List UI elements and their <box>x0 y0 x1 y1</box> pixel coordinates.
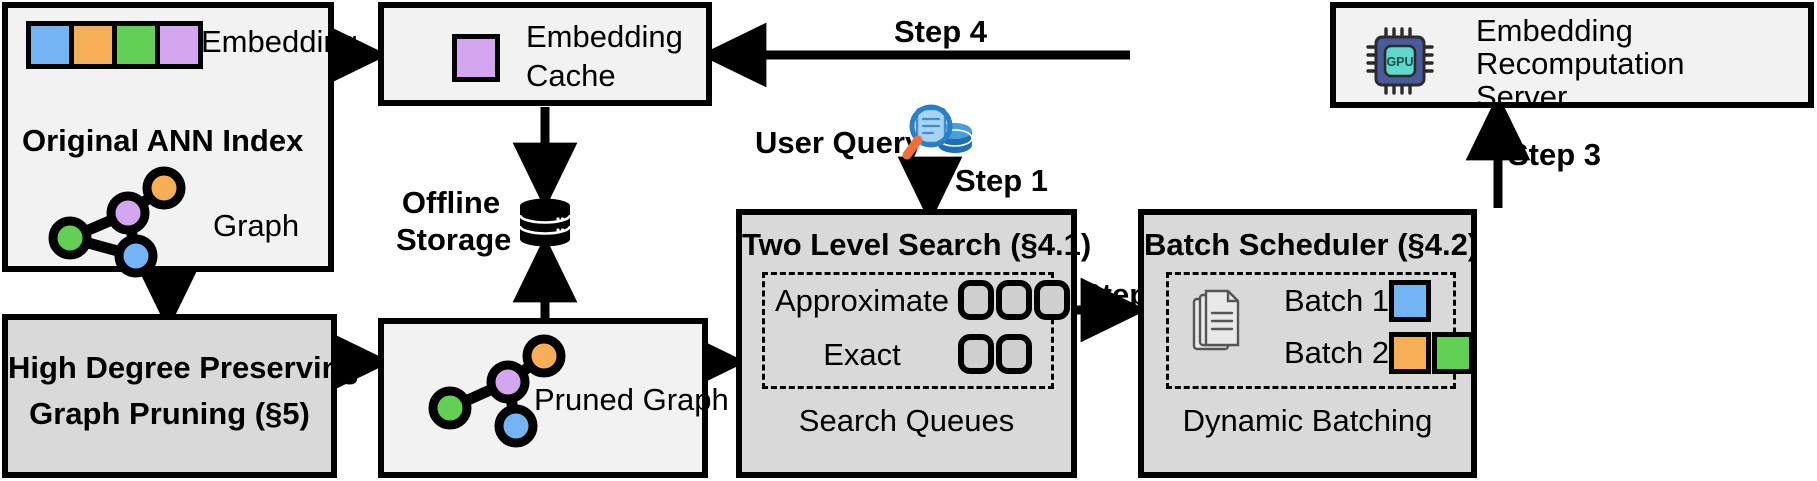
search-row-label-approximate: Approximate <box>774 283 950 318</box>
original-ann-index-title: Original ANN Index <box>22 123 304 158</box>
svg-text:GPU: GPU <box>1386 55 1413 69</box>
graph-pruning-box: High Degree Preserving Graph Pruning (§5… <box>2 314 360 478</box>
graph-node-orange <box>142 166 186 210</box>
batch2-swatch-green <box>1432 332 1474 374</box>
batch1-swatch-blue <box>1389 280 1431 322</box>
database-cylinder-icon <box>518 198 572 247</box>
recomputation-server-box: GPU Embedding Recomputation Server <box>1330 2 1814 114</box>
embedding-swatch-purple <box>160 26 198 64</box>
embedding-label: Embedding <box>201 24 358 59</box>
batch2-swatch-orange <box>1389 332 1431 374</box>
pruned-node-purple <box>486 360 530 404</box>
offline-storage-line1: Offline <box>401 185 501 220</box>
graph-pruning-line1: High Degree Preserving <box>8 350 360 385</box>
pruned-node-blue <box>494 404 538 448</box>
batch-row-label-1: Batch 1 <box>1284 283 1390 318</box>
documents-icon <box>1192 289 1240 351</box>
user-query-label: User Query <box>755 125 923 160</box>
queue-exact-1[interactable] <box>958 334 994 374</box>
graph-pruning-line2: Graph Pruning (§5) <box>29 396 310 431</box>
graph-node-blue <box>114 234 158 278</box>
pruned-node-green <box>428 386 472 430</box>
pruned-graph-box: Pruned Graph <box>378 318 729 478</box>
search-row-label-exact: Exact <box>823 337 901 372</box>
embedding-cache-line1: Embedding <box>526 19 683 54</box>
embedding-cache-swatch <box>452 34 500 82</box>
queue-approximate-2[interactable] <box>996 280 1032 320</box>
embedding-cache-line2: Cache <box>526 58 616 93</box>
recomputation-server-line2: Recomputation <box>1476 46 1685 81</box>
batch-scheduler-box: Batch Scheduler (§4.2) Batch 1 Batch 2 D… <box>1138 209 1479 478</box>
search-queues-caption: Search Queues <box>798 403 1015 438</box>
queue-approximate-3[interactable] <box>1034 280 1070 320</box>
pruned-graph-label: Pruned Graph <box>534 382 729 417</box>
two-level-search-title: Two Level Search (§4.1) <box>742 227 1092 262</box>
graph-node-green <box>48 216 92 260</box>
search-queues-dashed-region <box>762 272 1054 389</box>
gpu-chip-icon: GPU <box>1366 27 1434 95</box>
batch-scheduler-title: Batch Scheduler (§4.2) <box>1144 227 1479 262</box>
embedding-swatch-orange <box>74 26 112 64</box>
dynamic-batching-caption: Dynamic Batching <box>1182 403 1433 438</box>
graph-glyph-original <box>48 166 186 278</box>
step3-label: Step 3 <box>1508 137 1602 172</box>
queue-exact-2[interactable] <box>996 334 1032 374</box>
embedding-swatch-row <box>26 21 203 69</box>
queue-approximate-1[interactable] <box>958 280 994 320</box>
query-search-icon <box>902 104 973 160</box>
step4-label: Step 4 <box>894 14 988 49</box>
recomputation-server-line1: Embedding <box>1476 13 1633 48</box>
graph-label: Graph <box>213 208 300 243</box>
original-ann-index-box: Embedding Original ANN Index Graph <box>2 2 358 278</box>
embedding-cache-box: Embedding Cache <box>378 2 712 106</box>
embedding-swatch-blue <box>31 26 69 64</box>
batch-row-label-2: Batch 2 <box>1284 335 1390 370</box>
graph-node-purple <box>106 191 150 235</box>
pruned-node-orange <box>522 334 566 378</box>
embedding-swatch-green <box>117 26 155 64</box>
dynamic-batching-dashed-region <box>1166 272 1456 389</box>
offline-storage-line2: Storage <box>396 222 512 257</box>
two-level-search-box: Two Level Search (§4.1) Approximate Exac… <box>736 209 1092 478</box>
recomputation-server-line3: Server <box>1476 79 1568 114</box>
graph-glyph-pruned <box>428 334 566 448</box>
step1-label: Step 1 <box>955 163 1049 198</box>
